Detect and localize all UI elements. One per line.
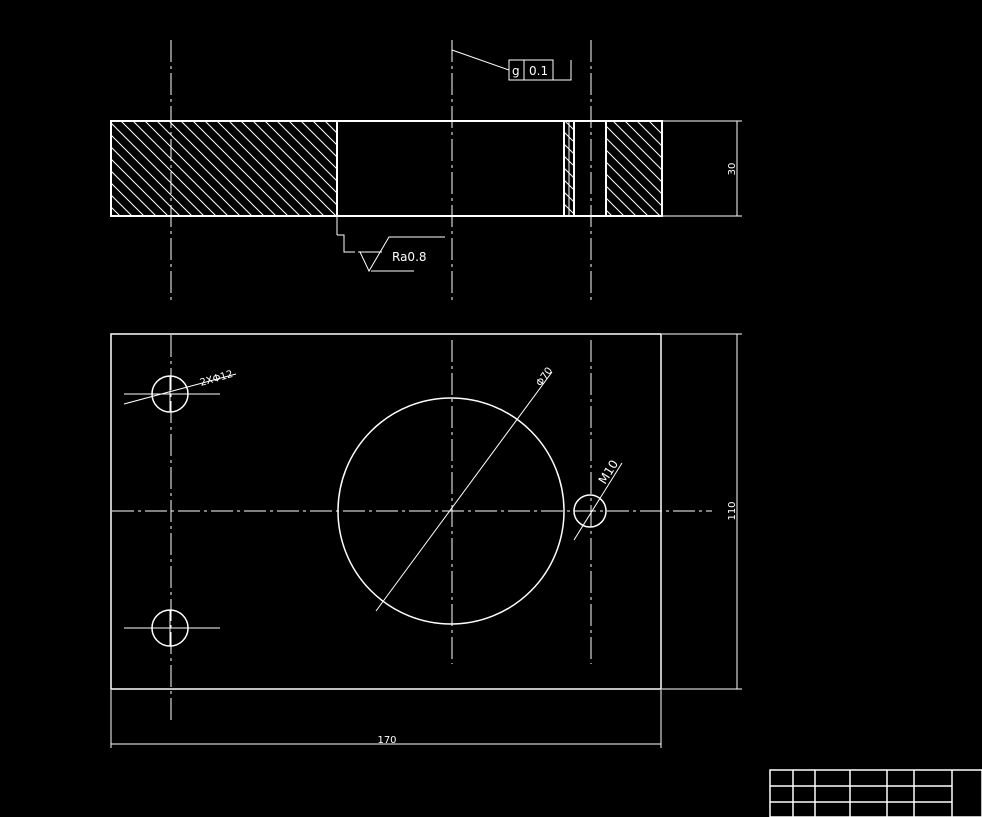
holes-callout: 2XΦ12 bbox=[199, 369, 235, 389]
bore-callout: Φ70 bbox=[534, 366, 555, 389]
finish-check bbox=[359, 236, 445, 273]
title-block bbox=[769, 769, 982, 817]
width-dimension bbox=[110, 690, 662, 748]
thickness-label: 30 bbox=[727, 163, 738, 176]
height-label: 110 bbox=[727, 501, 738, 520]
plan-centerlines bbox=[112, 335, 712, 724]
thread-circle bbox=[573, 494, 607, 528]
thickness-dimension bbox=[662, 120, 742, 217]
bore-circle bbox=[337, 397, 565, 625]
title-block-frame bbox=[769, 769, 982, 817]
holes-leader bbox=[123, 373, 237, 405]
tolerance-box-value bbox=[523, 59, 554, 81]
surface-finish-symbol bbox=[336, 216, 445, 273]
tolerance-value: 0.1 bbox=[529, 64, 548, 78]
finish-leader bbox=[337, 234, 355, 253]
section-outline bbox=[110, 120, 663, 217]
tolerance-frame: g 0.1 bbox=[451, 49, 572, 81]
plan-view bbox=[110, 333, 712, 724]
surface-finish-label: Ra0.8 bbox=[392, 250, 427, 264]
hatch-region-right bbox=[607, 122, 661, 215]
height-dimension bbox=[662, 333, 742, 690]
bore-diameter-leader bbox=[375, 371, 553, 612]
tolerance-leader bbox=[451, 49, 510, 71]
section-view bbox=[110, 120, 663, 217]
thread-callout: M10 bbox=[596, 457, 621, 486]
tolerance-datum-bracket bbox=[553, 60, 572, 81]
section-centerlines bbox=[170, 40, 592, 300]
tolerance-symbol: g bbox=[512, 64, 520, 78]
hatch-region-left bbox=[112, 122, 337, 215]
width-label: 170 bbox=[377, 735, 396, 746]
thread-leader bbox=[573, 462, 623, 541]
